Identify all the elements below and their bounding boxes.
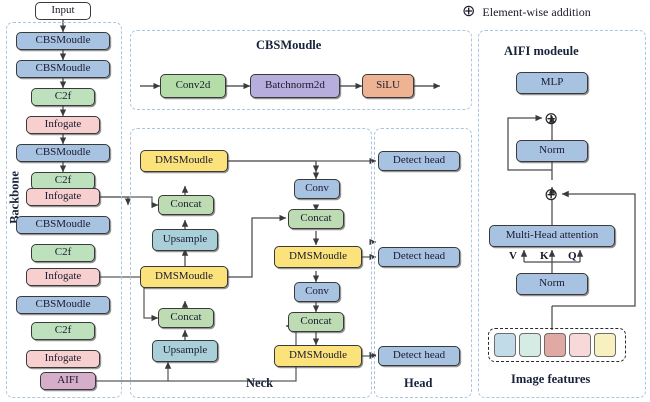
node-conv2d[interactable]: Conv2d: [160, 74, 226, 98]
panel-cbsmoudle: [130, 30, 472, 110]
node-aifi[interactable]: AIFI: [40, 372, 96, 390]
node-norm-2[interactable]: Norm: [516, 273, 588, 295]
node-input[interactable]: Input: [35, 2, 91, 20]
node-dmsmoudle-r1[interactable]: DMSMoudle: [274, 246, 362, 268]
add-icon-2: ⊕: [544, 185, 559, 204]
label-v: V: [509, 250, 517, 262]
node-detect-head-1[interactable]: Detect head: [378, 151, 460, 171]
image-features-group: [488, 328, 626, 362]
feature-square-2: [519, 333, 541, 357]
node-multihead-attention[interactable]: Multi-Head attention: [489, 225, 615, 247]
panel-neck: [130, 128, 372, 398]
node-upsample-2[interactable]: Upsample: [152, 340, 218, 362]
image-features-label: Image features: [511, 372, 591, 386]
aifi-title: AIFI modeule: [504, 44, 579, 58]
node-infogate-2[interactable]: Infogate: [26, 188, 100, 206]
node-c2f-3[interactable]: C2f: [31, 244, 95, 262]
node-cbsmoudle-1[interactable]: CBSMoudle: [16, 32, 110, 50]
label-k: K: [540, 250, 549, 262]
node-cbsmoudle-5[interactable]: CBSMoudle: [16, 296, 110, 314]
feature-square-3: [544, 333, 566, 357]
node-concat-1[interactable]: Concat: [158, 195, 214, 215]
node-c2f-1[interactable]: C2f: [31, 88, 95, 106]
label-q: Q: [568, 250, 577, 262]
head-title: Head: [404, 376, 433, 390]
panel-backbone: [6, 22, 122, 398]
circle-plus-icon: ⊕: [462, 3, 476, 20]
node-dmsmoudle-mid[interactable]: DMSMoudle: [140, 266, 228, 288]
node-dmsmoudle-r2[interactable]: DMSMoudle: [274, 345, 362, 367]
node-cbsmoudle-4[interactable]: CBSMoudle: [16, 216, 110, 234]
node-infogate-4[interactable]: Infogate: [26, 350, 100, 368]
node-infogate-3[interactable]: Infogate: [26, 268, 100, 286]
node-conv-1[interactable]: Conv: [294, 179, 340, 199]
node-conv-2[interactable]: Conv: [294, 282, 340, 302]
cbsmoudle-title: CBSMoudle: [256, 38, 322, 52]
neck-title: Neck: [246, 376, 274, 390]
node-cbsmoudle-2[interactable]: CBSMoudle: [16, 60, 110, 78]
node-mlp[interactable]: MLP: [516, 72, 588, 94]
legend-label: Element-wise addition: [482, 4, 591, 19]
node-detect-head-3[interactable]: Detect head: [378, 346, 460, 366]
panel-head: [374, 128, 472, 398]
node-dmsmoudle-top[interactable]: DMSMoudle: [140, 150, 228, 172]
node-concat-2[interactable]: Concat: [158, 308, 214, 328]
node-silu[interactable]: SiLU: [362, 74, 414, 98]
panel-aifi: [478, 30, 646, 398]
node-c2f-4[interactable]: C2f: [31, 322, 95, 340]
add-icon-1: ⊕: [544, 109, 559, 128]
feature-square-4: [569, 333, 591, 357]
node-batchnorm2d[interactable]: Batchnorm2d: [250, 74, 340, 98]
node-upsample-1[interactable]: Upsample: [152, 229, 218, 251]
node-infogate-1[interactable]: Infogate: [26, 116, 100, 134]
node-detect-head-2[interactable]: Detect head: [378, 247, 460, 267]
legend: ⊕ Element-wise addition: [462, 4, 591, 20]
node-norm-1[interactable]: Norm: [516, 140, 588, 162]
feature-square-1: [494, 333, 516, 357]
node-concat-4[interactable]: Concat: [288, 312, 344, 332]
node-cbsmoudle-3[interactable]: CBSMoudle: [16, 144, 110, 162]
node-concat-3[interactable]: Concat: [288, 209, 344, 229]
feature-square-5: [594, 333, 616, 357]
